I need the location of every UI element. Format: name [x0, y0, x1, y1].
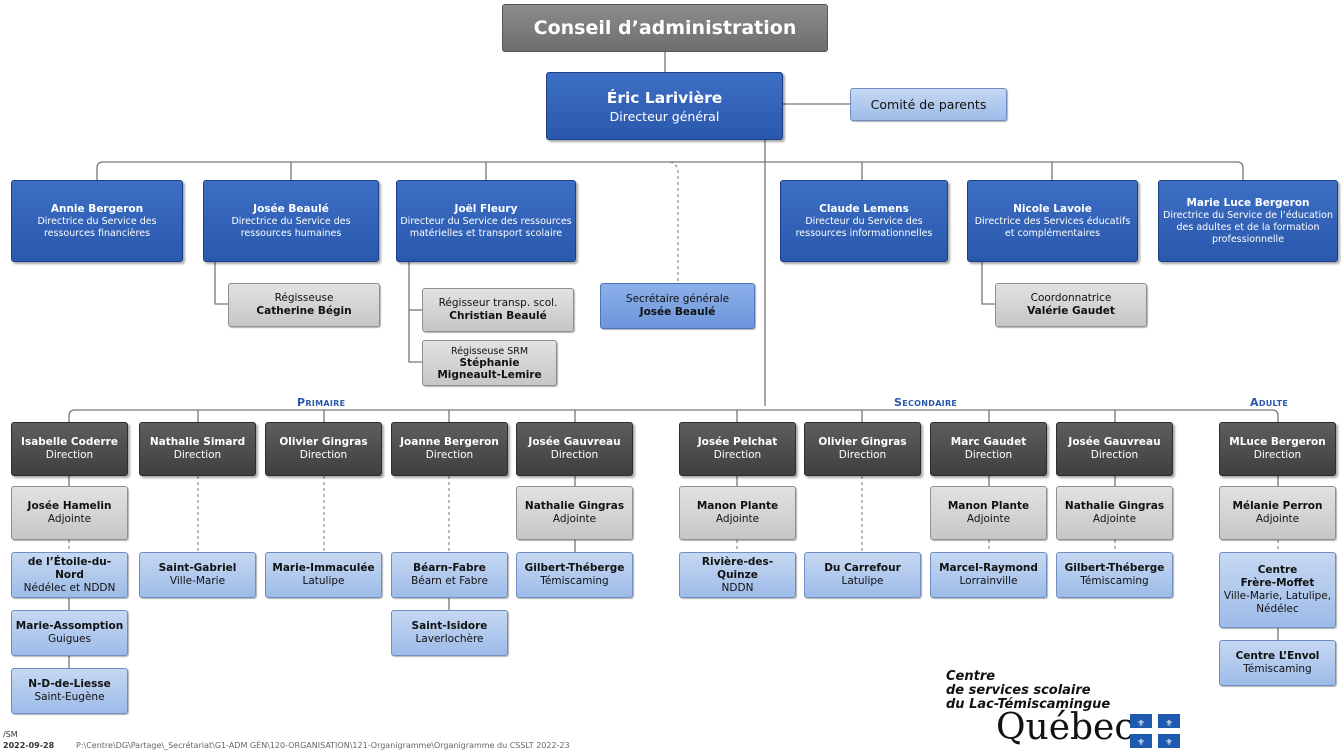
board-box: Conseil d’administration	[502, 4, 828, 52]
director-name: Josée Beaulé	[253, 202, 329, 215]
parents-committee-box: Comité de parents	[850, 88, 1007, 121]
dg-box: Éric Larivière Directeur général	[546, 72, 783, 140]
role-label: Régisseuse	[274, 292, 334, 304]
role-person: Christian Beaulé	[449, 310, 547, 322]
director-finance: Annie Bergeron Directrice du Service des…	[11, 180, 183, 262]
role-label: Régisseuse SRM	[450, 345, 529, 357]
role-label: Régisseur transp. scol.	[438, 297, 558, 309]
director-title: Directrice du Service des ressources fin…	[37, 215, 157, 239]
quebec-wordmark: Québec	[996, 707, 1135, 748]
section-primaire: Primaire	[297, 396, 346, 409]
director-education: Nicole Lavoie Directrice des Services éd…	[967, 180, 1138, 262]
director-name: Annie Bergeron	[50, 202, 144, 215]
section-secondaire: Secondaire	[894, 396, 958, 409]
role-label: Coordonnatrice	[1030, 292, 1112, 304]
footer-path: P:\Centre\DG\Partage\_Secrétariat\G1-ADM…	[76, 741, 570, 750]
director-title: Directeur du Service des ressources maté…	[400, 215, 572, 239]
cssl-logo: Centre de services scolaire du Lac-Témis…	[946, 670, 1186, 750]
director-name: Claude Lemens	[819, 202, 909, 215]
role-person: Valérie Gaudet	[1027, 305, 1115, 317]
logo-text: Centre de services scolaire du Lac-Témis…	[946, 669, 1111, 712]
role-label: Secrétaire générale	[625, 293, 730, 305]
director-title: Directrice du Service de l’éducation des…	[1163, 209, 1333, 245]
footer-initials: /SM	[3, 730, 18, 739]
svg-text:⚜: ⚜	[1137, 719, 1145, 729]
svg-text:⚜: ⚜	[1165, 719, 1173, 729]
role-person: Josée Beaulé	[639, 306, 716, 318]
director-name: Joël Fleury	[454, 202, 518, 215]
dg-name: Éric Larivière	[606, 88, 723, 107]
section-adulte: Adulte	[1250, 396, 1289, 409]
role-person: Catherine Bégin	[256, 305, 352, 317]
dg-title: Directeur général	[609, 108, 720, 124]
parents-committee-label: Comité de parents	[870, 97, 987, 112]
footer-date: 2022-09-28	[3, 741, 55, 750]
transport-regisseur-box: Régisseur transp. scol. Christian Beaulé	[422, 288, 574, 332]
board-title: Conseil d’administration	[533, 17, 797, 39]
svg-text:⚜: ⚜	[1165, 738, 1173, 748]
role-person-line1: Stéphanie	[459, 356, 520, 369]
svg-text:⚜: ⚜	[1137, 738, 1145, 748]
director-title: Directeur du Service des ressources info…	[795, 215, 933, 239]
srm-regisseuse-box: Régisseuse SRM Stéphanie Migneault-Lemir…	[422, 340, 557, 386]
director-adult-ed: Marie Luce Bergeron Directrice du Servic…	[1158, 180, 1338, 262]
director-material: Joël Fleury Directeur du Service des res…	[396, 180, 576, 262]
coordinator-box: Coordonnatrice Valérie Gaudet	[995, 283, 1147, 327]
secretary-general-box: Secrétaire générale Josée Beaulé	[600, 283, 755, 329]
director-title: Directrice des Services éducatifs et com…	[974, 215, 1131, 239]
director-name: Nicole Lavoie	[1013, 202, 1092, 215]
director-title: Directrice du Service des ressources hum…	[231, 215, 351, 239]
school-unit: Centre Frère-Moffet Ville-Marie, Latulip…	[1219, 552, 1336, 628]
director-name: Marie Luce Bergeron	[1186, 196, 1310, 209]
director-it: Claude Lemens Directeur du Service des r…	[780, 180, 948, 262]
director-hr: Josée Beaulé Directrice du Service des r…	[203, 180, 379, 262]
role-person-line2: Migneault-Lemire	[437, 368, 542, 381]
hr-regisseuse-box: Régisseuse Catherine Bégin	[228, 283, 380, 327]
quebec-flag-icon: ⚜ ⚜ ⚜ ⚜	[1130, 714, 1180, 748]
